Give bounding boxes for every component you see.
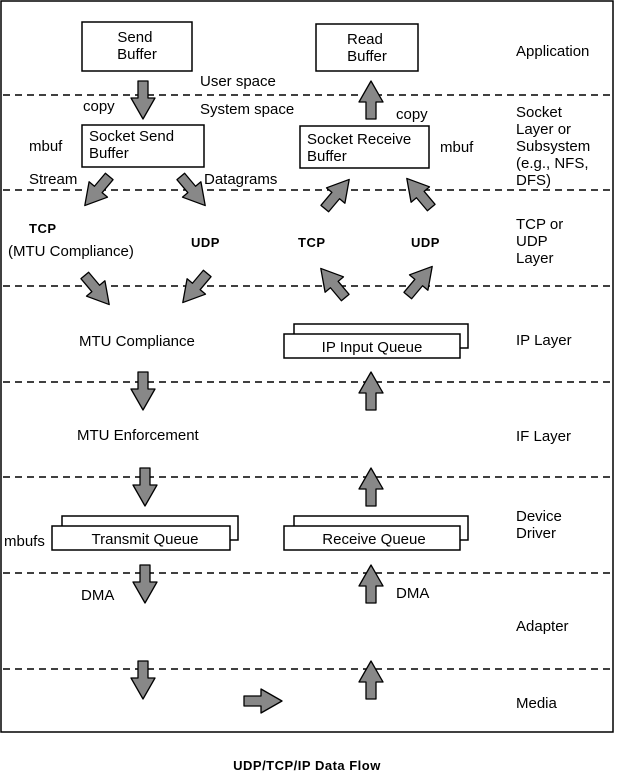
send-buffer-label: Send (117, 29, 152, 46)
layer-tcp-udp-line: TCP or (516, 216, 563, 233)
svg-text:Socket Receive Buffer: Socket Receive Buffer (307, 131, 415, 165)
layer-socket-line: (e.g., NFS, (516, 155, 589, 172)
socket-send-buffer-label: Socket Send (89, 128, 174, 145)
mtu-enforcement-label: MTU Enforcement (77, 427, 200, 444)
layer-if: IF Layer (516, 428, 571, 445)
flow-labels: User space System space copy copy mbuf m… (4, 73, 474, 604)
down-arrow-icon (130, 371, 156, 411)
up-arrow-icon (358, 80, 384, 120)
receive-queue-box: Receive Queue (283, 515, 469, 551)
layer-tcp-udp: TCP or UDP Layer (516, 216, 567, 267)
receive-dma-label: DMA (396, 585, 429, 602)
ip-input-queue-label: IP Input Queue (322, 339, 423, 356)
user-space-label: User space (200, 73, 276, 90)
svg-text:Read Buffer: Read Buffer (347, 31, 387, 65)
down-left-arrow-icon (74, 168, 120, 214)
receive-mbuf-label: mbuf (440, 139, 474, 156)
right-arrow-icon (243, 688, 283, 714)
read-buffer-label: Buffer (347, 48, 387, 65)
mtu-compliance-label: MTU Compliance (79, 333, 195, 350)
diagram-caption: UDP/TCP/IP Data Flow (233, 758, 381, 773)
stream-label: Stream (29, 171, 77, 188)
socket-receive-buffer-box: Socket Receive Buffer (299, 125, 430, 169)
up-right-arrow-icon (396, 170, 442, 216)
svg-text:Send Buffer: Send Buffer (117, 29, 157, 63)
diagram-frame (0, 0, 614, 733)
send-buffer-box: Send Buffer (81, 21, 193, 72)
system-space-label: System space (200, 101, 294, 118)
layer-socket-line: Socket (516, 104, 563, 121)
down-arrow-icon (132, 467, 158, 507)
layer-device-driver: Device Driver (516, 508, 566, 542)
layer-socket-line: Layer or (516, 121, 571, 138)
layer-labels: Application Socket Layer or Subsystem (e… (516, 43, 594, 712)
transmit-queue-label: Transmit Queue (92, 531, 199, 548)
up-right-arrow-icon (397, 258, 443, 304)
socket-receive-buffer-label: Buffer (307, 148, 347, 165)
up-arrow-icon (358, 467, 384, 507)
send-mbuf-label: mbuf (29, 138, 63, 155)
layer-socket-line: DFS) (516, 172, 551, 189)
down-arrow-icon (130, 660, 156, 700)
up-arrow-icon (358, 371, 384, 411)
layer-socket: Socket Layer or Subsystem (e.g., NFS, DF… (516, 104, 594, 189)
socket-receive-buffer-label: Socket Receive (307, 131, 411, 148)
down-left-arrow-icon (172, 265, 218, 311)
receive-udp-label: UDP (411, 235, 440, 250)
tcp-mtu-compliance-label: (MTU Compliance) (8, 243, 134, 260)
up-left-arrow-icon (310, 260, 356, 306)
receive-copy-label: copy (396, 106, 428, 123)
mbufs-label: mbufs (4, 533, 45, 550)
layer-application: Application (516, 43, 589, 60)
svg-text:Socket Send Buffer: Socket Send Buffer (89, 128, 178, 162)
read-buffer-box: Read Buffer (315, 23, 419, 72)
send-buffer-label: Buffer (117, 46, 157, 63)
down-right-arrow-icon (74, 267, 120, 313)
socket-send-buffer-label: Buffer (89, 145, 129, 162)
send-udp-label: UDP (191, 235, 220, 250)
up-left-arrow-icon (314, 171, 360, 217)
receive-queue-label: Receive Queue (322, 531, 425, 548)
layer-tcp-udp-line: UDP (516, 233, 548, 250)
layer-media: Media (516, 695, 558, 712)
send-copy-label: copy (83, 98, 115, 115)
down-arrow-icon (130, 80, 156, 120)
layer-socket-line: Subsystem (516, 138, 590, 155)
layer-adapter: Adapter (516, 618, 569, 635)
layer-ip: IP Layer (516, 332, 572, 349)
up-arrow-icon (358, 660, 384, 700)
datagrams-label: Datagrams (204, 171, 277, 188)
send-dma-label: DMA (81, 587, 114, 604)
layer-tcp-udp-line: Layer (516, 250, 554, 267)
read-buffer-label: Read (347, 31, 383, 48)
ip-input-queue-box: IP Input Queue (283, 323, 469, 359)
send-tcp-label: TCP (29, 221, 57, 236)
socket-send-buffer-box: Socket Send Buffer (81, 124, 205, 168)
up-arrow-icon (358, 564, 384, 604)
layer-device-driver-line: Device (516, 508, 562, 525)
receive-tcp-label: TCP (298, 235, 326, 250)
layer-device-driver-line: Driver (516, 525, 556, 542)
transmit-queue-box: Transmit Queue (51, 515, 239, 551)
down-arrow-icon (132, 564, 158, 604)
